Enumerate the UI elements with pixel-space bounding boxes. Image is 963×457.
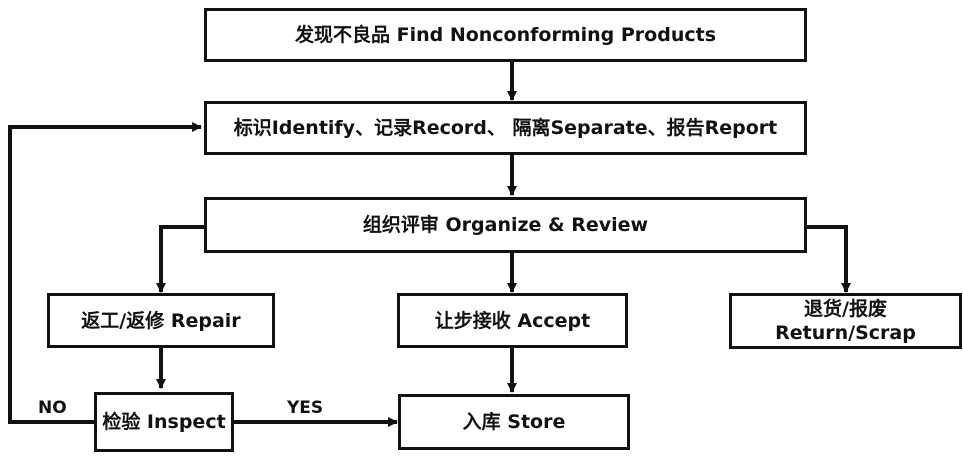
return-scrap-box: 退货/报废 Return/Scrap: [729, 293, 962, 349]
store-label: 入库 Store: [462, 411, 566, 433]
find-label: 发现不良品 Find Nonconforming Products: [294, 24, 717, 46]
review-label: 组织评审 Organize & Review: [362, 214, 649, 236]
review-box: 组织评审 Organize & Review: [204, 197, 807, 253]
arrow-review-to-return: [805, 225, 851, 293]
yes-label: YES: [287, 398, 324, 418]
identify-label: 标识Identify、记录Record、 隔离Separate、报告Report: [233, 117, 778, 139]
inspect-label: 检验 Inspect: [102, 411, 226, 433]
accept-label: 让步接收 Accept: [434, 309, 591, 332]
inspect-box: 检验 Inspect: [94, 392, 234, 452]
return-label-line1: 退货/报废: [804, 298, 887, 320]
no-label: NO: [38, 398, 67, 418]
find-box: 发现不良品 Find Nonconforming Products: [204, 8, 807, 62]
arrow-inspect-no-to-identify: [8, 122, 202, 424]
repair-label: 返工/返修 Repair: [81, 309, 241, 332]
arrow-review-to-repair: [156, 225, 205, 293]
identify-box: 标识Identify、记录Record、 隔离Separate、报告Report: [204, 101, 807, 155]
repair-box: 返工/返修 Repair: [47, 293, 275, 348]
store-box: 入库 Store: [398, 394, 630, 450]
return-label-line2: Return/Scrap: [775, 322, 916, 344]
accept-box: 让步接收 Accept: [397, 293, 628, 348]
